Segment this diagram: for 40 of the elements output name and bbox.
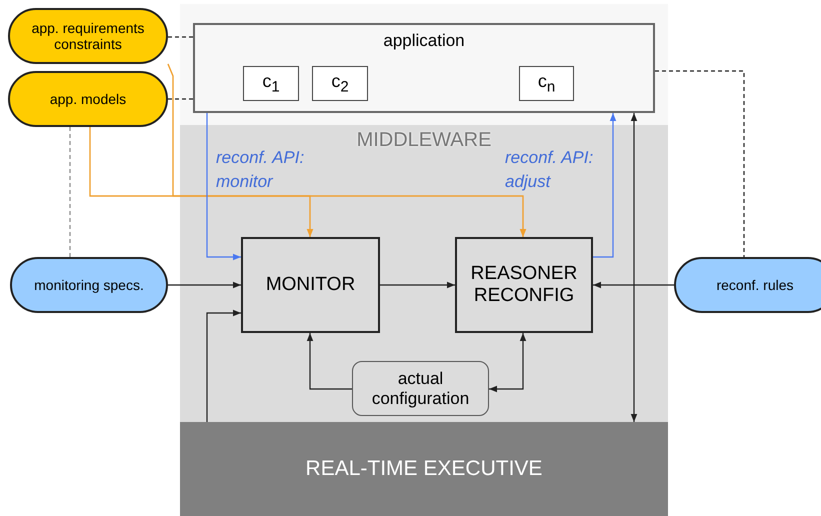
arrow	[593, 282, 674, 288]
arrow	[630, 113, 638, 422]
node-label: c$_{n}$	[536, 71, 556, 96]
node-label: app. requirements constraints	[30, 20, 146, 52]
component-box	[519, 66, 574, 101]
dashed-connector	[655, 70, 745, 257]
dashed-connector	[168, 36, 193, 38]
arrow	[168, 282, 241, 288]
middleware-layer	[180, 125, 668, 422]
component-box	[243, 66, 299, 101]
edge-label: reconf. API: adjust	[505, 147, 594, 193]
node-label: actual configuration	[370, 368, 470, 408]
node-label: reconf. rules	[715, 277, 795, 293]
arrow	[380, 282, 455, 288]
dashed-connector	[69, 127, 71, 257]
process-box	[455, 237, 593, 333]
process-box	[241, 237, 380, 333]
arrow	[206, 310, 241, 422]
input-pill	[674, 257, 821, 313]
arrow	[306, 333, 352, 390]
node-label: c$_{2}$	[330, 71, 350, 96]
arrow	[89, 127, 526, 237]
node-label: c$_{1}$	[261, 71, 281, 96]
arrow	[206, 113, 241, 260]
executive-layer	[180, 422, 668, 516]
layer-title: MIDDLEWARE	[356, 129, 492, 152]
node-label: application	[382, 31, 466, 51]
edge-label: reconf. API: monitor	[216, 147, 306, 193]
arrow	[489, 333, 526, 392]
input-pill	[8, 71, 168, 127]
arrow	[593, 113, 616, 258]
application-box	[193, 23, 655, 113]
dashed-connector	[168, 98, 193, 100]
component-box	[312, 66, 368, 101]
node-label: MONITOR	[264, 274, 356, 296]
node-label: app. models	[48, 91, 128, 107]
node-label: REASONER RECONFIG	[470, 263, 578, 307]
node-label: monitoring specs.	[33, 277, 145, 293]
layer-title: REAL-TIME EXECUTIVE	[304, 457, 544, 481]
state-box	[352, 361, 489, 416]
